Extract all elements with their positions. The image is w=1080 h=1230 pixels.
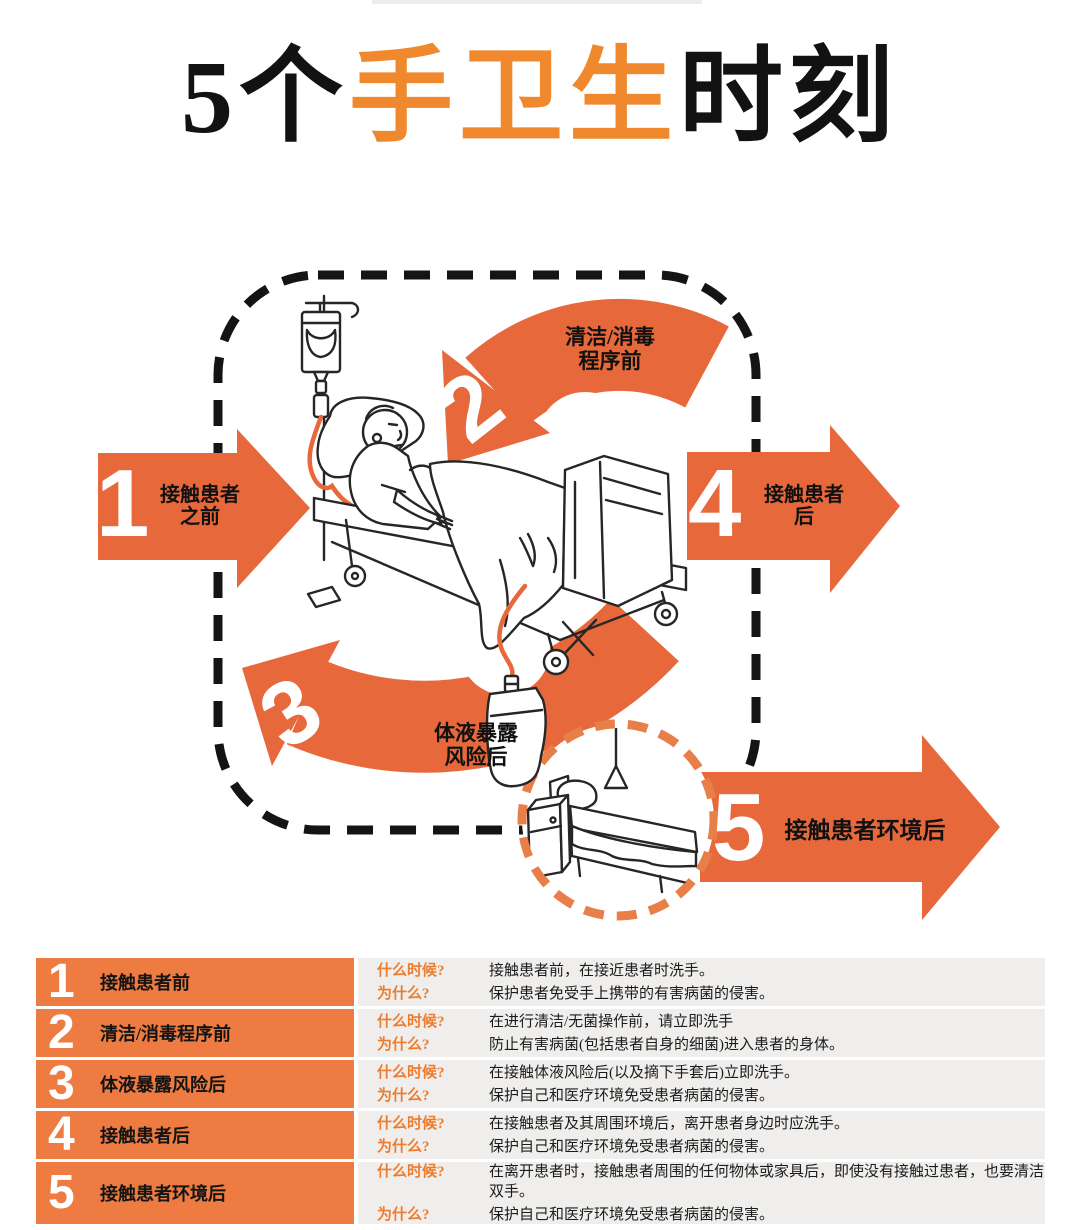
why-text: 保护自己和医疗环境免受患者病菌的侵害。 [489, 1138, 775, 1155]
moment-label-1: 接触患者 之前 [160, 484, 240, 529]
arrow-1 [98, 429, 310, 588]
row-title: 接触患者后 [100, 1126, 190, 1146]
row-header: 2 清洁/消毒程序前 [36, 1009, 354, 1057]
when-label: 什么时候? [377, 1064, 445, 1081]
blanket-fold [498, 558, 509, 628]
when-text: 在接触体液风险后(以及摘下手套后)立即洗手。 [489, 1064, 799, 1081]
why-label: 为什么? [377, 1036, 430, 1053]
title-highlight: 手卫生 [348, 40, 679, 155]
when-label: 什么时候? [377, 962, 445, 979]
footboard [561, 454, 674, 608]
environment-circle [517, 719, 719, 921]
table-row: 1 接触患者前 什么时候? 接触患者前，在接近患者时洗手。 为什么? 保护患者免受手… [36, 958, 1045, 1006]
row-number: 1 [48, 955, 75, 1009]
when-text: 接触患者前，在接近患者时洗手。 [489, 962, 715, 979]
moment-label-5: 接触患者环境后 [784, 818, 946, 843]
row-details: 什么时候? 在离开患者时，接触患者周围的任何物体或家具后，即使没有接触过患者，也要… [358, 1162, 1045, 1224]
row-title: 接触患者环境后 [100, 1184, 226, 1204]
row-header: 5 接触患者环境后 [36, 1162, 354, 1224]
page-title: 5个手卫生时刻 [0, 40, 1080, 155]
when-text: 在进行清洁/无菌操作前，请立即洗手 [489, 1013, 734, 1030]
lamp-icon [603, 728, 629, 790]
row-number: 3 [48, 1057, 75, 1111]
why-label: 为什么? [377, 1206, 430, 1223]
arrow-5 [700, 735, 1000, 920]
row-header: 4 接触患者后 [36, 1111, 354, 1159]
row-number: 2 [48, 1006, 75, 1060]
when-label: 什么时候? [377, 1115, 445, 1132]
moment-number-4: 4 [688, 450, 742, 557]
blanket [428, 460, 567, 650]
row-details: 什么时候? 在进行清洁/无菌操作前，请立即洗手 为什么? 防止有害病菌(包括患者自身… [358, 1009, 1045, 1057]
row-number: 5 [48, 1166, 75, 1220]
blanket-fold [546, 536, 558, 574]
why-text: 保护自己和医疗环境免受患者病菌的侵害。 [489, 1206, 775, 1223]
table-row: 2 清洁/消毒程序前 什么时候? 在进行清洁/无菌操作前，请立即洗手 为什么? 防止… [36, 1009, 1045, 1057]
moment-label-4: 接触患者 后 [764, 484, 844, 529]
table-row: 4 接触患者后 什么时候? 在接触患者及其周围环境后，离开患者身边时应洗手。 为什… [36, 1111, 1045, 1159]
blanket-fold [518, 532, 536, 568]
title-suffix: 时刻 [679, 40, 900, 155]
when-label: 什么时候? [377, 1163, 445, 1180]
catheter-tube [497, 583, 528, 680]
iv-bag-icon [300, 310, 342, 419]
top-edge-strip [372, 0, 702, 4]
drip-chamber-icon [312, 393, 330, 419]
row-title: 清洁/消毒程序前 [100, 1024, 232, 1044]
row-header: 1 接触患者前 [36, 958, 354, 1006]
row-number: 4 [48, 1108, 75, 1162]
table-row: 3 体液暴露风险后 什么时候? 在接触体液风险后(以及摘下手套后)立即洗手。 为什… [36, 1060, 1045, 1108]
title-prefix: 5个 [180, 40, 349, 155]
why-text: 保护患者免受手上携带的有害病菌的侵害。 [489, 985, 775, 1002]
moment-label-3: 体液暴露 风险后 [434, 721, 518, 769]
moments-table: 1 接触患者前 什么时候? 接触患者前，在接近患者时洗手。 为什么? 保护患者免受手… [36, 958, 1045, 1224]
moment-label-2: 清洁/消毒 程序前 [565, 325, 655, 373]
when-text: 在离开患者时，接触患者周围的任何物体或家具后，即使没有接触过患者，也要清洁双手。 [489, 1163, 1045, 1200]
urine-bag-icon [485, 674, 547, 788]
why-label: 为什么? [377, 1087, 430, 1104]
row-header: 3 体液暴露风险后 [36, 1060, 354, 1108]
why-label: 为什么? [377, 1138, 430, 1155]
why-label: 为什么? [377, 985, 430, 1002]
moment-number-5: 5 [712, 774, 766, 881]
row-title: 接触患者前 [100, 973, 190, 993]
row-title: 体液暴露风险后 [100, 1075, 226, 1095]
why-text: 保护自己和医疗环境免受患者病菌的侵害。 [489, 1087, 775, 1104]
row-details: 什么时候? 在接触体液风险后(以及摘下手套后)立即洗手。 为什么? 保护自己和医疗环… [358, 1060, 1045, 1108]
row-details: 什么时候? 接触患者前，在接近患者时洗手。 为什么? 保护患者免受手上携带的有害病菌… [358, 958, 1045, 1006]
moment-number-1: 1 [96, 450, 150, 557]
when-label: 什么时候? [377, 1013, 445, 1030]
patient-bed-illustration [300, 294, 688, 676]
arrow-4 [687, 425, 900, 593]
why-text: 防止有害病菌(包括患者自身的细菌)进入患者的身体。 [489, 1036, 844, 1053]
patient-arm [392, 488, 454, 531]
row-details: 什么时候? 在接触患者及其周围环境后，离开患者身边时应洗手。 为什么? 保护自己和医… [358, 1111, 1045, 1159]
when-text: 在接触患者及其周围环境后，离开患者身边时应洗手。 [489, 1115, 850, 1132]
table-row: 5 接触患者环境后 什么时候? 在离开患者时，接触患者周围的任何物体或家具后，即使… [36, 1162, 1045, 1224]
